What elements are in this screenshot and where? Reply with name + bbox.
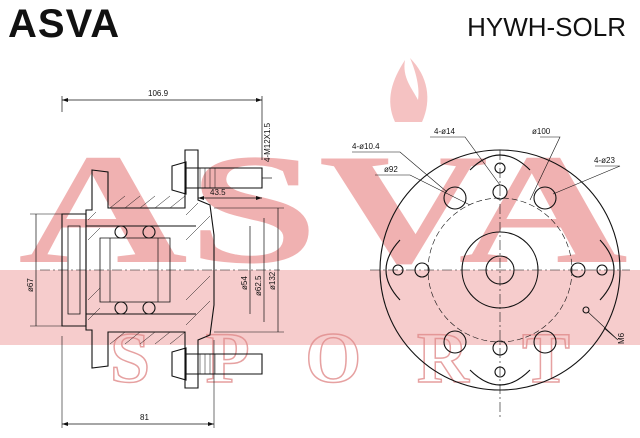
- front-view: [352, 136, 630, 420]
- watermark: ASVA SPORT: [0, 58, 640, 399]
- dim-register-diameter: ø62.5: [254, 275, 263, 296]
- dim-mount-length: 81: [140, 413, 149, 422]
- label-pcd: ø100: [532, 127, 551, 136]
- side-view: [30, 96, 284, 428]
- label-small-holes: 4-ø10.4: [352, 142, 380, 151]
- label-large-holes: 4-ø23: [594, 156, 615, 165]
- dim-pilot-diameter: ø54: [240, 276, 249, 290]
- part-number: HYWH-SOLR: [467, 12, 626, 42]
- dim-overall-length: 106.9: [148, 89, 169, 98]
- dim-stud-length: 43.5: [210, 188, 226, 197]
- watermark-main: ASVA: [18, 122, 628, 297]
- dim-stud-thread: 4-M12X1.5: [263, 122, 272, 162]
- dim-flange-diameter: ø132: [268, 271, 277, 290]
- brand-logo: ASVA: [8, 2, 121, 46]
- label-bolt-circle: ø92: [384, 165, 398, 174]
- watermark-flame: [390, 58, 428, 122]
- label-sensor-thread: M6: [617, 332, 626, 344]
- label-stud-holes: 4-ø14: [434, 127, 455, 136]
- dim-hub-diameter: ø67: [26, 278, 35, 292]
- watermark-band: [0, 270, 640, 345]
